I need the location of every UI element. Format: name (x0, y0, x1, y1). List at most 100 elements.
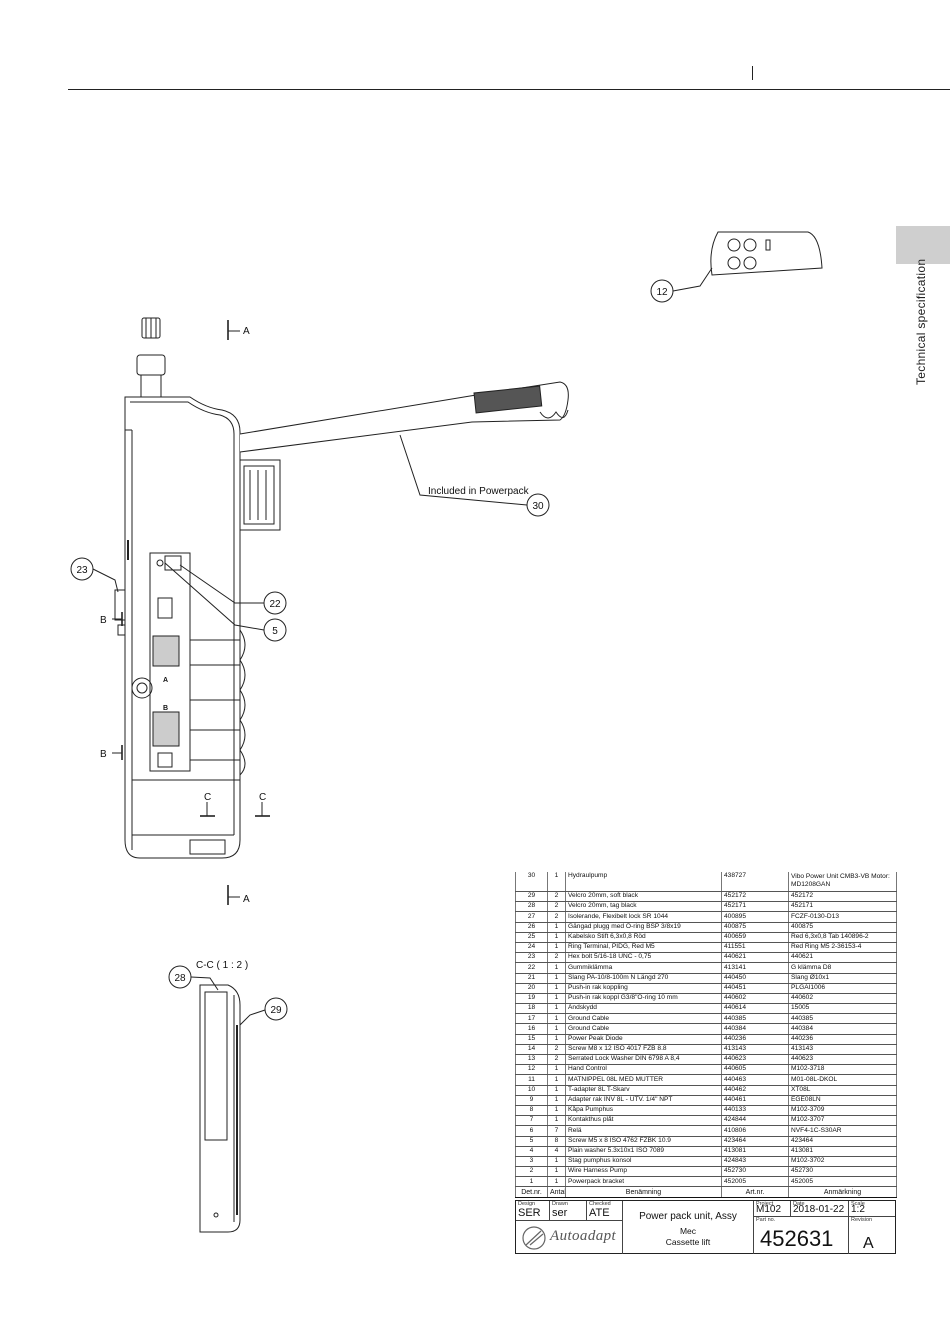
bom-description: Isolerande, Flexibelt lock SR 1044 (565, 911, 722, 923)
bom-remark: M102-3707 (788, 1115, 897, 1127)
bom-description: Screw M8 x 12 ISO 4017 FZB 8.8 (565, 1044, 722, 1056)
bom-qty: 1 (547, 973, 566, 984)
bom-description: MATNIPPEL 08L MED MUTTER (565, 1074, 722, 1086)
bom-det-nr: 16 (515, 1023, 548, 1035)
bom-remark: 440602 (788, 993, 897, 1005)
bom-description: Screw M5 x 8 ISO 4762 FZBK 10.9 (565, 1136, 722, 1147)
bom-qty: 2 (547, 891, 566, 903)
bom-det-nr: 29 (515, 891, 548, 903)
tb-drawn-label: Drawn (552, 1201, 568, 1207)
bom-art-nr: 411551 (721, 942, 789, 954)
bom-remark: FCZF-0130-D13 (788, 911, 897, 923)
bom-det-nr: 10 (515, 1085, 548, 1096)
bom-qty: 1 (547, 922, 566, 933)
bom-description: Relä (565, 1125, 722, 1137)
bom-description: Adapter rak INV 8L - UTV. 1/4" NPT (565, 1095, 722, 1106)
bom-remark: M102-3709 (788, 1105, 897, 1117)
bom-description: Push-in rak koppl G3/8"O-ring 10 mm (565, 993, 722, 1005)
leader-30 (399, 434, 528, 506)
autoadapt-logo-icon (522, 1226, 546, 1250)
bom-remark: 440384 (788, 1023, 897, 1035)
bom-qty: 7 (547, 1125, 566, 1137)
bom-art-nr: 440461 (721, 1095, 789, 1106)
tb-logo: Autoadapt (516, 1221, 623, 1254)
bom-remark: 413081 (788, 1146, 897, 1157)
bom-det-nr: 25 (515, 932, 548, 943)
bom-qty: 1 (547, 872, 566, 892)
bom-det-nr: 7 (515, 1115, 548, 1127)
bom-description: Hand Control (565, 1064, 722, 1076)
tb-title-line1: Power pack unit, Assy (639, 1211, 737, 1222)
tb-drawn-value: ser (552, 1207, 568, 1219)
bom-description: T-adapter 8L T-Skarv (565, 1085, 722, 1096)
header-rule (68, 89, 950, 90)
bom-qty: 2 (547, 901, 566, 913)
bom-description: Serrated Lock Washer DIN 6798 A 8,4 (565, 1054, 722, 1066)
bom-remark: 15005 (788, 1003, 897, 1015)
bom-det-nr: 15 (515, 1034, 548, 1045)
bom-art-nr: 440133 (721, 1105, 789, 1117)
bom-det-nr: 6 (515, 1125, 548, 1137)
bom-art-nr: 440605 (721, 1064, 789, 1076)
bom-description: Gängad plugg med O-ring BSP 3/8x19 (565, 922, 722, 933)
tb-project-label: Project (756, 1201, 774, 1207)
bom-art-nr: 423464 (721, 1136, 789, 1147)
bom-art-nr: 400895 (721, 911, 789, 923)
bom-qty: 1 (547, 942, 566, 954)
bom-art-nr: 440451 (721, 983, 789, 994)
bom-det-nr: 12 (515, 1064, 548, 1076)
bom-qty: 1 (547, 932, 566, 943)
leader-29 (239, 1009, 266, 1026)
bom-qty: 1 (547, 1064, 566, 1076)
bom-art-nr: 440614 (721, 1003, 789, 1015)
bom-art-nr: 440621 (721, 952, 789, 964)
bom-qty: 1 (547, 1034, 566, 1045)
bom-det-nr: 26 (515, 922, 548, 933)
bom-det-nr: 23 (515, 952, 548, 964)
hand-control (710, 231, 823, 276)
tb-title: Power pack unit, Assy Mec Cassette lift (623, 1201, 754, 1254)
bom-qty: 8 (547, 1136, 566, 1147)
bom-qty: 1 (547, 1105, 566, 1117)
tb-design: Design SER (516, 1201, 550, 1221)
bom-qty: 1 (547, 1156, 566, 1168)
bom-det-nr: 4 (515, 1146, 548, 1157)
bom-remark: 413143 (788, 1044, 897, 1056)
bom-remark: 452171 (788, 901, 897, 913)
callout-23: 23 (76, 565, 88, 576)
bom-qty: 1 (547, 1166, 566, 1178)
callout-30: 30 (532, 501, 544, 512)
tb-title-line2: Mec (679, 1226, 697, 1236)
bom-description: Hex bolt 5/16-18 UNC - 0,75 (565, 952, 722, 964)
tb-date: Date 2018-01-22 (791, 1201, 849, 1217)
tb-checked: Checked ATE (587, 1201, 623, 1221)
bom-art-nr: 424843 (721, 1156, 789, 1168)
bom-det-nr: 17 (515, 1013, 548, 1025)
bom-header-cell: Art.nr. (721, 1186, 789, 1199)
bom-det-nr: 20 (515, 983, 548, 994)
callout-circle-29 (264, 997, 288, 1021)
bom-det-nr: 27 (515, 911, 548, 923)
bom-qty: 2 (547, 1054, 566, 1066)
bom-det-nr: 28 (515, 901, 548, 913)
tb-scale: Scale 1:2 (849, 1201, 895, 1217)
callout-5: 5 (272, 626, 278, 637)
drawing-title-block: Design SER Drawn ser Checked ATE Autoada… (515, 1200, 896, 1254)
bom-art-nr: 413141 (721, 962, 789, 974)
bom-art-nr: 400875 (721, 922, 789, 933)
bom-description: Power Peak Diode (565, 1034, 722, 1045)
bom-art-nr: 452171 (721, 901, 789, 913)
section-tab-marker (896, 226, 950, 264)
tb-partno-label: Part no. (756, 1217, 776, 1223)
